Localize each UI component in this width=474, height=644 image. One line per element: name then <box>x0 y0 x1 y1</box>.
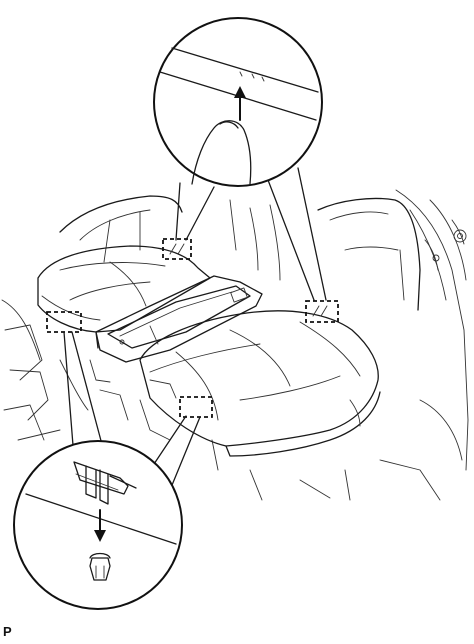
lower-detail-callout <box>13 440 183 610</box>
center-armrest <box>95 275 263 363</box>
seat-hook-release-icon <box>73 461 137 581</box>
lower-leader-lines <box>63 331 201 491</box>
clip-marker-top <box>162 238 192 260</box>
clip-marker-bottom <box>179 396 213 418</box>
fingernail-pulling-seat-up-icon <box>191 120 252 185</box>
figure-corner-label: P <box>3 624 12 639</box>
left-seat-cushion <box>37 245 211 349</box>
upper-leader-lines <box>175 167 327 301</box>
car-interior-outline <box>1 189 469 501</box>
upper-detail-callout <box>153 17 323 187</box>
right-seat-cushion <box>139 310 381 457</box>
clip-marker-right <box>305 300 339 323</box>
